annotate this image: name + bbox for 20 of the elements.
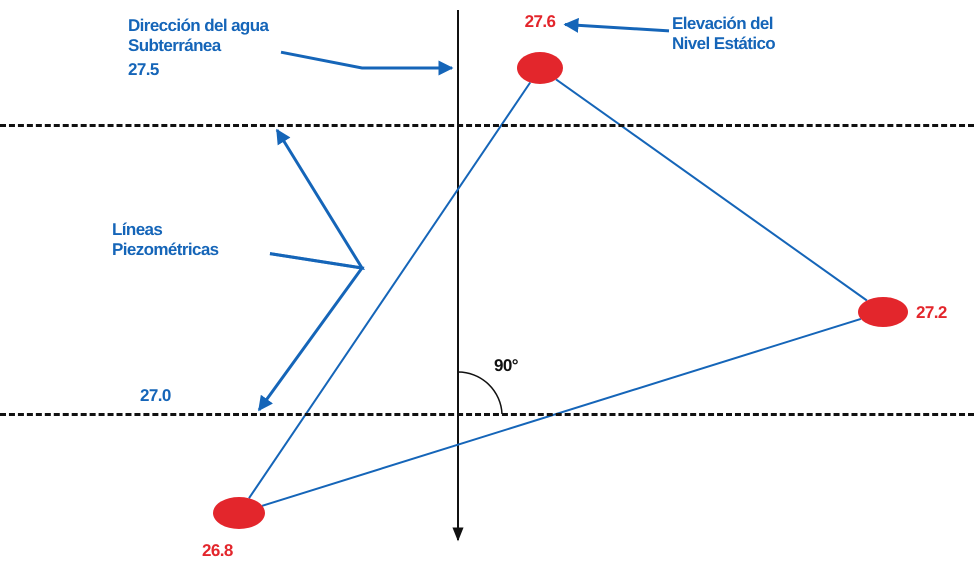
annotation-text: Líneas Piezométricas	[112, 220, 267, 260]
elevation-value: 27.2	[916, 303, 947, 323]
arrow	[280, 50, 454, 76]
elevation-value: 26.8	[202, 541, 233, 561]
well-marker	[517, 52, 563, 84]
connector-line	[556, 78, 868, 302]
elevation-value: 27.6	[518, 12, 562, 32]
annotation-text: Dirección del agua Subterránea	[128, 16, 278, 56]
elevation-value: 27.5	[128, 60, 159, 80]
angle-label: 90°	[494, 356, 518, 376]
annotation-text: Elevación del Nivel Estático	[672, 14, 802, 54]
arrow	[564, 18, 670, 33]
connector-line	[248, 82, 532, 499]
well-marker	[858, 297, 908, 327]
well-marker	[213, 497, 265, 529]
piezometric-line	[0, 413, 974, 416]
piezometric-line	[0, 124, 974, 127]
connector-line	[262, 318, 862, 507]
elevation-value: 27.0	[140, 386, 171, 406]
leader-line	[258, 252, 365, 412]
